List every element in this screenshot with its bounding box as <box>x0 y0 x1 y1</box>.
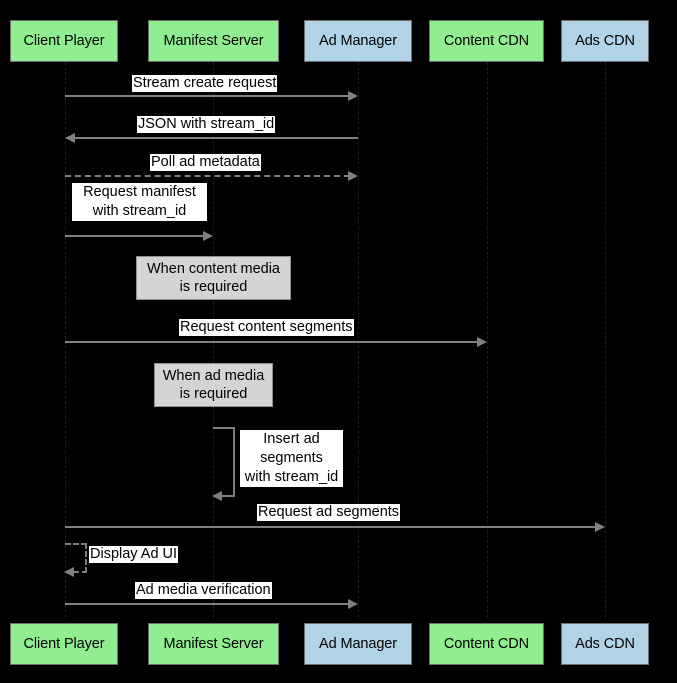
participant-header-label-ads-cdn: Ads CDN <box>575 33 635 49</box>
participant-footer-content-cdn[interactable]: Content CDN <box>429 623 544 665</box>
lifeline-client-player <box>65 62 66 618</box>
participant-footer-label-ads-cdn: Ads CDN <box>575 636 635 652</box>
participant-header-label-manifest-server: Manifest Server <box>163 33 264 49</box>
message-label-insert-ad-segments-line3: with stream_id <box>244 469 339 485</box>
note-when-content-media-required-line2: is required <box>179 279 248 295</box>
participant-header-client-player[interactable]: Client Player <box>10 20 118 62</box>
participant-footer-label-content-cdn: Content CDN <box>443 636 530 652</box>
participant-header-ad-manager[interactable]: Ad Manager <box>304 20 412 62</box>
lifeline-manifest-server <box>213 62 214 618</box>
message-arrow-ad-media-verification <box>65 603 350 605</box>
participant-header-content-cdn[interactable]: Content CDN <box>429 20 544 62</box>
message-arrowhead-request-manifest <box>203 231 213 241</box>
message-arrowhead-ad-media-verification <box>348 599 358 609</box>
message-arrowhead-poll-ad-metadata <box>348 171 358 181</box>
self-loop-bottom-display-ad-ui <box>74 571 87 573</box>
note-when-content-media-required-line1: When content media <box>147 261 280 277</box>
participant-header-manifest-server[interactable]: Manifest Server <box>148 20 279 62</box>
participant-footer-ads-cdn[interactable]: Ads CDN <box>561 623 649 665</box>
message-label-poll-ad-metadata: Poll ad metadata <box>150 154 261 171</box>
note-when-ad-media-required-line1: When ad media <box>162 368 265 384</box>
message-label-request-content-segments: Request content segments <box>179 319 354 336</box>
message-arrow-request-ad-segments <box>65 526 597 528</box>
message-label-stream-create-request: Stream create request <box>132 75 278 92</box>
participant-footer-label-manifest-server: Manifest Server <box>163 636 264 652</box>
self-loop-arrowhead-display-ad-ui <box>64 567 74 577</box>
message-arrow-stream-create-request <box>65 95 350 97</box>
participant-footer-label-client-player: Client Player <box>23 636 105 652</box>
message-arrow-request-manifest <box>65 235 205 237</box>
participant-footer-ad-manager[interactable]: Ad Manager <box>304 623 412 665</box>
self-loop-bottom-insert-ad-segments <box>222 495 235 497</box>
message-arrow-poll-ad-metadata <box>65 175 350 177</box>
message-label-request-ad-segments: Request ad segments <box>257 504 401 521</box>
lifeline-content-cdn <box>487 62 488 618</box>
message-label-request-manifest-line2: with stream_id <box>92 203 187 219</box>
participant-footer-client-player[interactable]: Client Player <box>10 623 118 665</box>
self-loop-top-display-ad-ui <box>65 543 87 545</box>
message-label-display-ad-ui: Display Ad UI <box>89 546 179 563</box>
message-label-insert-ad-segments: Insert ad segments with stream_id <box>240 430 343 487</box>
message-arrowhead-request-ad-segments <box>595 522 605 532</box>
message-arrowhead-json-with-stream-id <box>65 133 75 143</box>
note-when-ad-media-required-line2: is required <box>179 386 248 402</box>
message-label-json-with-stream-id: JSON with stream_id <box>137 116 276 133</box>
participant-header-ads-cdn[interactable]: Ads CDN <box>561 20 649 62</box>
participant-header-label-client-player: Client Player <box>23 33 105 49</box>
note-when-ad-media-required: When ad media is required <box>154 363 273 407</box>
participant-header-label-content-cdn: Content CDN <box>443 33 530 49</box>
participant-footer-label-ad-manager: Ad Manager <box>319 636 397 652</box>
message-label-insert-ad-segments-line2: segments <box>260 450 323 466</box>
message-arrow-json-with-stream-id <box>75 137 358 139</box>
message-label-request-manifest-line1: Request manifest <box>83 184 196 200</box>
message-arrowhead-stream-create-request <box>348 91 358 101</box>
participant-header-label-ad-manager: Ad Manager <box>319 33 397 49</box>
self-loop-side-display-ad-ui <box>85 543 87 573</box>
lifeline-ads-cdn <box>605 62 606 618</box>
message-arrowhead-request-content-segments <box>477 337 487 347</box>
self-loop-side-insert-ad-segments <box>233 427 235 497</box>
message-label-request-manifest: Request manifest with stream_id <box>72 183 207 221</box>
message-label-ad-media-verification: Ad media verification <box>135 582 272 599</box>
message-label-insert-ad-segments-line1: Insert ad <box>263 431 320 447</box>
lifeline-ad-manager <box>358 62 359 618</box>
participant-footer-manifest-server[interactable]: Manifest Server <box>148 623 279 665</box>
self-loop-top-insert-ad-segments <box>213 427 235 429</box>
self-loop-arrowhead-insert-ad-segments <box>212 491 222 501</box>
message-arrow-request-content-segments <box>65 341 479 343</box>
note-when-content-media-required: When content media is required <box>136 256 291 300</box>
